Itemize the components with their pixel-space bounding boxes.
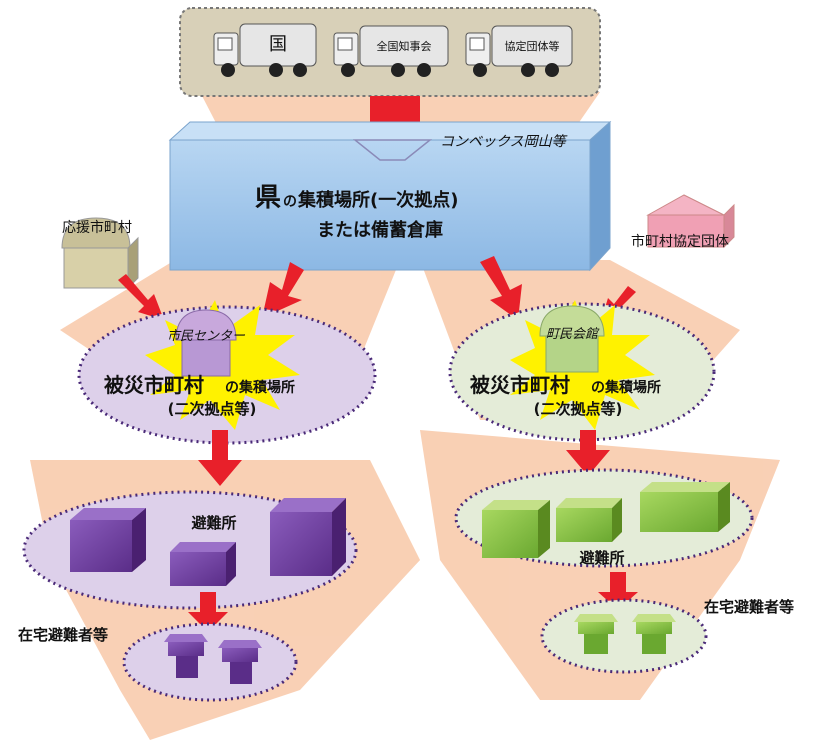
right-home-ellipse (540, 598, 708, 674)
left-shelter-label: 避難所 (191, 514, 236, 532)
right-home-label: 在宅避難者等 (704, 598, 794, 616)
truck-3 (465, 25, 573, 77)
left-center-title-small: の集積場所 (225, 379, 295, 396)
right-center-building-label: 町民会館 (546, 327, 600, 342)
support-left-label: 応援市町村 (62, 219, 132, 236)
right-shelter-cubes (482, 482, 730, 558)
left-center-building (175, 309, 237, 377)
right-center-title-big: 被災市町村 (470, 373, 570, 397)
left-center-building-label: 市民センター (167, 328, 246, 344)
prefecture-rest: 集積場所(一次拠点) (297, 189, 458, 211)
left-center-subtitle: (二次拠点等) (168, 400, 257, 418)
prefecture-big: 県 (255, 183, 281, 213)
arrows-to-centers (118, 256, 636, 324)
truck-1-label: 国 (269, 34, 287, 55)
left-shelter-cubes (70, 498, 346, 586)
right-center-subtitle: (二次拠点等) (534, 400, 623, 418)
left-center-title-big: 被災市町村 (104, 373, 204, 397)
support-left-house (61, 217, 139, 290)
right-shelter-label: 避難所 (579, 549, 624, 567)
right-center-title-small: の集積場所 (591, 379, 661, 396)
support-right-house (646, 194, 735, 249)
right-home-houses (574, 614, 676, 654)
right-center-building (539, 305, 605, 373)
prefecture-no: の (283, 194, 297, 210)
prefecture-line2: または備蓄倉庫 (317, 219, 443, 241)
warehouse-example: コンベックス岡山等 (440, 134, 568, 150)
truck-2-label: 全国知事会 (377, 39, 432, 53)
left-home-ellipse (122, 622, 298, 702)
support-right-label: 市町村協定団体 (631, 233, 729, 250)
prefecture-warehouse (168, 120, 612, 272)
left-home-label: 在宅避難者等 (18, 626, 108, 644)
truck-2 (333, 25, 449, 77)
arrow-top (370, 96, 420, 126)
arrows-to-shelters (198, 430, 610, 486)
truck-1 (213, 23, 317, 77)
truck-3-label: 協定団体等 (505, 39, 560, 53)
left-home-houses (164, 634, 262, 684)
